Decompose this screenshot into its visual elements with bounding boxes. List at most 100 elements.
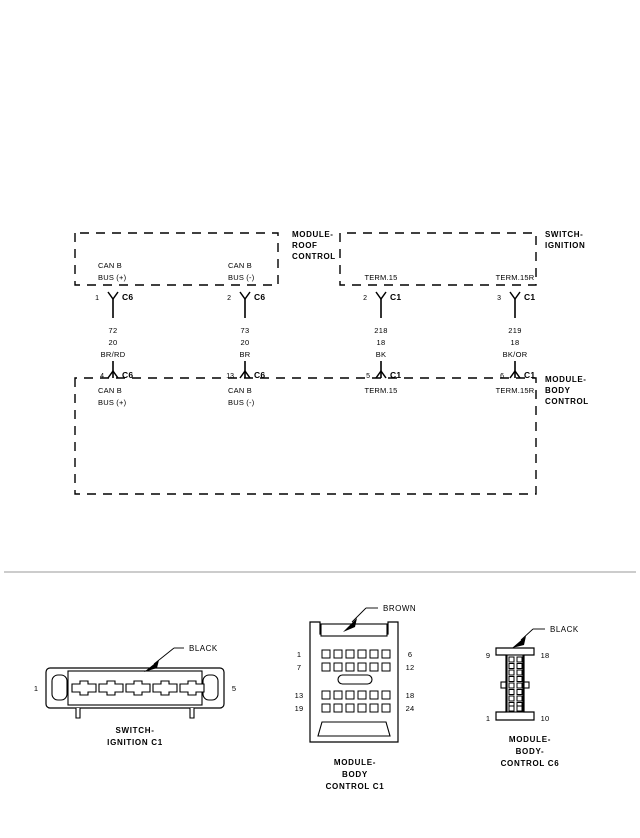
switch-ignition-c1-caption-line2: IGNITION C1	[107, 738, 163, 747]
switch-ignition-c1-right-end	[202, 674, 219, 701]
circuit1-top-pin: 1	[95, 295, 99, 302]
switch-ignition-c1-pin-left: 1	[34, 684, 38, 693]
circuit3-bottom-connector: C1	[390, 370, 401, 380]
switch-ignition-block: SWITCH- IGNITION	[339, 230, 585, 286]
module-body-control-c1-cavity	[357, 703, 367, 713]
module-body-control-c1-pin-top-left: 1	[297, 650, 301, 659]
circuit4-top-pin: 3	[497, 295, 501, 302]
circuit3-top-signal-line1: TERM.15	[364, 273, 397, 282]
module-body-control-label-line3: CONTROL	[545, 397, 589, 406]
module-body-control-c6-latch-right	[523, 681, 530, 689]
circuit4-top-signal-line1: TERM.15R	[496, 273, 535, 282]
module-body-control-c1-cavity	[369, 662, 379, 672]
module-body-control-c1-cavity	[369, 649, 379, 659]
circuit-term-15: TERM.15 2 C1 218 18 BK 5 C1 TERM.15	[363, 273, 401, 395]
circuit3-bottom-signal-line1: TERM.15	[364, 386, 397, 395]
module-body-control-c1-caption-line1: MODULE-	[334, 758, 376, 767]
module-body-control-c1-cavity	[321, 662, 331, 672]
circuit1-top-terminal-symbol	[107, 291, 119, 301]
module-body-control-c6-cavity	[516, 663, 523, 669]
module-body-control-c6-cavity	[516, 695, 523, 702]
module-body-control-c6-cavity	[508, 676, 515, 682]
module-body-control-block: MODULE- BODY CONTROL	[74, 375, 589, 495]
module-body-control-c6-cavity	[508, 656, 515, 663]
module-roof-control-outline	[74, 232, 279, 286]
module-body-control-c1-callout-stem	[351, 607, 367, 623]
module-body-control-c1-pin-bottom-right: 24	[406, 704, 415, 713]
module-body-control-c1-bottom-tab	[317, 721, 391, 737]
module-body-control-c6-cavity	[516, 705, 523, 712]
switch-ignition-label-line1: SWITCH-	[545, 230, 583, 239]
circuit2-top-signal-line2: BUS (-)	[228, 273, 255, 282]
module-roof-control-block: MODULE- ROOF CONTROL	[74, 230, 336, 286]
switch-ignition-c1-cavity-4	[152, 680, 178, 696]
module-body-control-c1-cavity	[345, 662, 355, 672]
module-body-control-c6-cavity	[508, 689, 515, 695]
circuit2-bottom-signal-line1: CAN B	[228, 386, 252, 395]
circuit2-wire-color: BR	[239, 350, 250, 359]
module-body-control-c1-caption-line2: BODY	[342, 770, 368, 779]
circuit1-wire-number: 72	[109, 326, 118, 335]
module-body-control-c6-cavity	[516, 656, 523, 663]
module-body-control-c1-cavity	[369, 690, 379, 700]
circuit2-wire-number: 73	[241, 326, 250, 335]
circuit4-bottom-pin: 6	[500, 373, 504, 380]
module-body-control-c1-cavity	[321, 690, 331, 700]
module-roof-control-label-line3: CONTROL	[292, 252, 336, 261]
circuit4-bottom-terminal-symbol	[509, 369, 521, 379]
circuit4-top-connector: C1	[524, 292, 535, 302]
module-body-control-c6-color-callout: BLACK	[550, 625, 579, 634]
circuit1-wire-gauge: 20	[109, 338, 118, 347]
module-roof-control-label-line1: MODULE-	[292, 230, 334, 239]
circuit1-bottom-connector: C6	[122, 370, 133, 380]
module-body-control-c1-pin-bottom-left: 19	[295, 704, 304, 713]
module-body-control-c6-cavity	[508, 663, 515, 669]
module-body-control-c6-cavity	[508, 669, 515, 676]
circuit3-wire-gauge: 18	[377, 338, 386, 347]
module-body-control-label-line1: MODULE-	[545, 375, 587, 384]
module-body-control-c1-cavity	[333, 662, 343, 672]
module-body-control-c1-pin-row2-right: 12	[406, 663, 415, 672]
switch-ignition-c1-callout-stem	[153, 647, 175, 665]
module-body-control-c1-cavity	[321, 703, 331, 713]
switch-ignition-c1-pin-right: 5	[232, 684, 236, 693]
module-body-control-c1-cavity	[381, 662, 391, 672]
module-body-control-c1-caption-line3: CONTROL C1	[326, 782, 385, 791]
module-body-control-c1-cavity	[381, 690, 391, 700]
circuit4-wire-number: 219	[508, 326, 521, 335]
switch-ignition-c1-cavity-2	[98, 680, 124, 696]
connector-view-module-body-control-c6: 9 18 1 10 BLACK MODULE- BODY- CONTROL C6	[486, 625, 579, 768]
circuit3-top-terminal-symbol	[375, 291, 387, 301]
circuit1-wire-color: BR/RD	[101, 350, 126, 359]
module-body-control-label-line2: BODY	[545, 386, 571, 395]
module-body-control-c1-pin-row3-left: 13	[295, 691, 304, 700]
module-body-control-c6-cavity	[508, 695, 515, 702]
module-body-control-c1-cavity	[333, 703, 343, 713]
circuit1-bottom-signal-line1: CAN B	[98, 386, 122, 395]
module-body-control-c1-cavity	[381, 703, 391, 713]
circuit-term-15r: TERM.15R 3 C1 219 18 BK/OR 6 C1 TERM.15R	[496, 273, 535, 395]
circuit1-bottom-signal-line2: BUS (+)	[98, 398, 127, 407]
module-body-control-c6-cavity	[516, 676, 523, 682]
switch-ignition-c1-cavity-5	[179, 680, 205, 696]
module-body-control-c6-caption-line3: CONTROL C6	[501, 759, 560, 768]
circuit4-wire-gauge: 18	[511, 338, 520, 347]
module-body-control-c1-cavity	[321, 649, 331, 659]
module-body-control-c6-cavity	[516, 669, 523, 676]
circuit1-top-signal-line2: BUS (+)	[98, 273, 127, 282]
module-body-control-c1-cavity	[345, 649, 355, 659]
module-body-control-c1-cavity	[333, 649, 343, 659]
module-body-control-c1-cavity	[357, 690, 367, 700]
circuit1-bottom-terminal-symbol	[107, 369, 119, 379]
circuit2-top-connector: C6	[254, 292, 265, 302]
module-body-control-c6-latch-left	[500, 681, 507, 689]
circuit4-wire-color: BK/OR	[503, 350, 528, 359]
module-body-control-c6-pin-top-right: 18	[541, 651, 550, 660]
circuit3-wire-color: BK	[376, 350, 387, 359]
module-body-control-c1-pin-row2-left: 7	[297, 663, 301, 672]
switch-ignition-c1-color-callout: BLACK	[189, 644, 218, 653]
circuit4-bottom-signal-line1: TERM.15R	[496, 386, 535, 395]
module-body-control-c6-pin-top-left: 9	[486, 651, 490, 660]
module-body-control-c6-caption-line2: BODY-	[516, 747, 545, 756]
